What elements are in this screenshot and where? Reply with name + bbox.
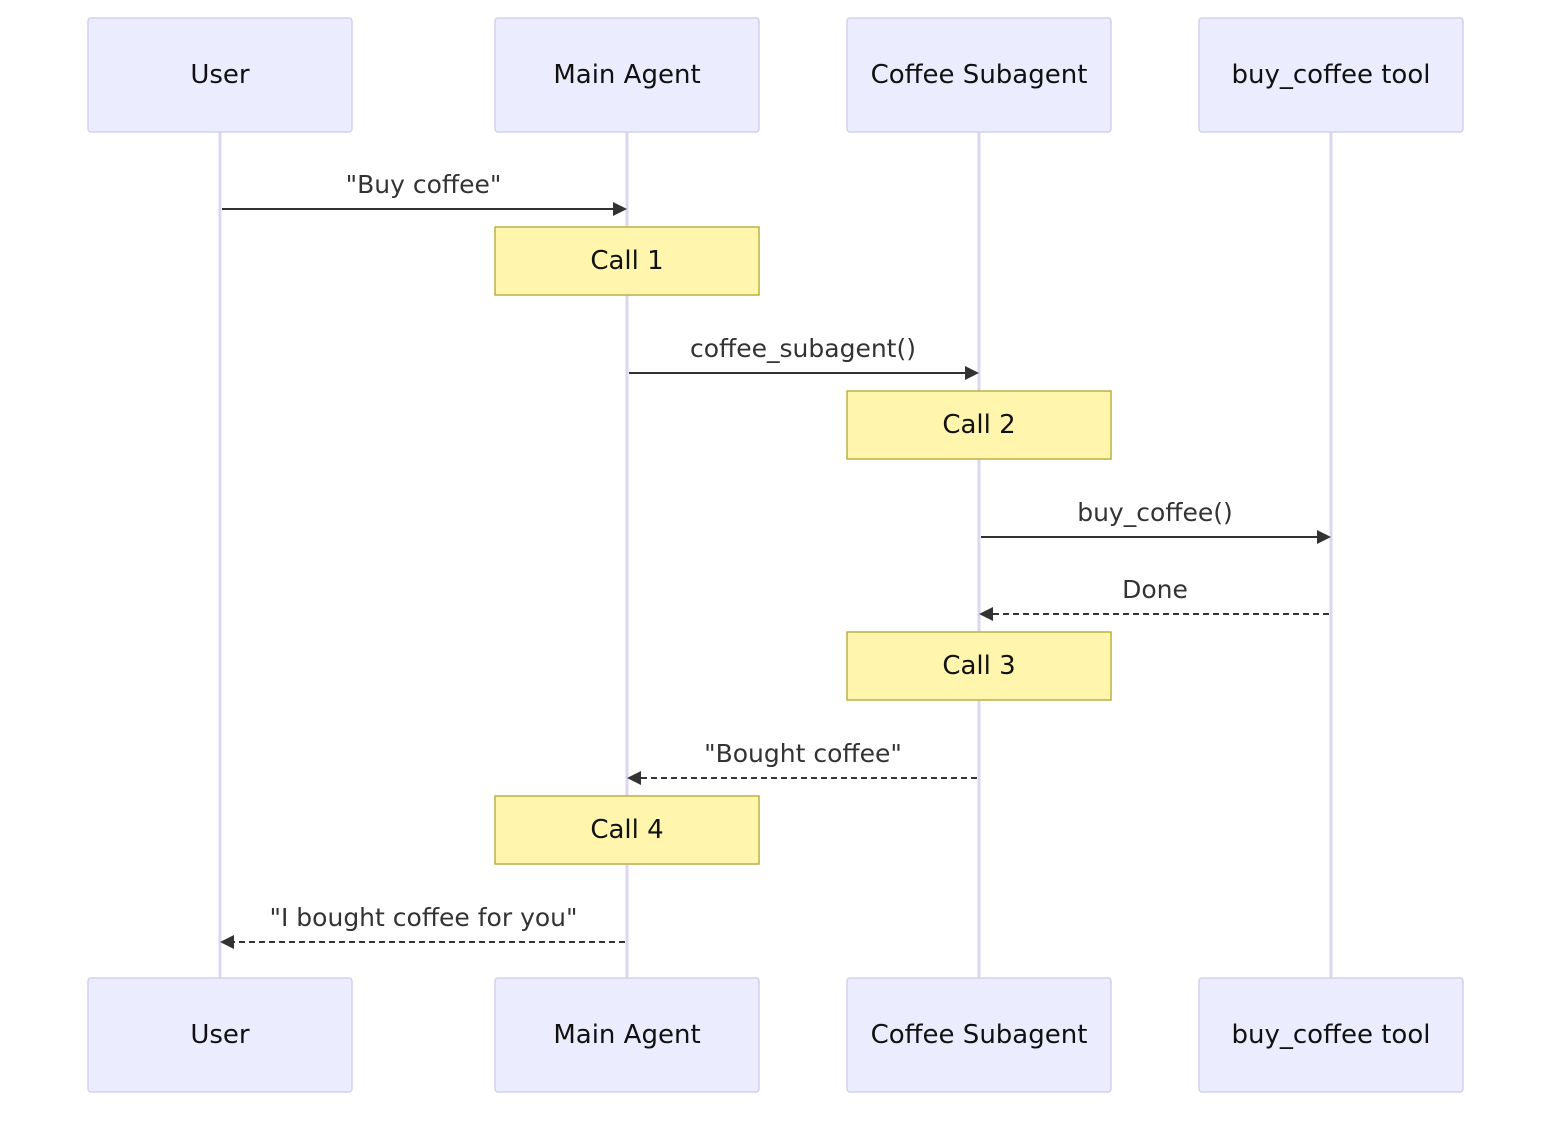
participant-main-top: Main Agent xyxy=(494,17,760,133)
note-call-2: Call 2 xyxy=(846,390,1112,460)
message-tool-to-sub: Done xyxy=(979,575,1329,621)
participant-box xyxy=(846,17,1112,133)
note-box xyxy=(494,795,760,865)
participant-box xyxy=(494,977,760,1093)
note-call-1: Call 1 xyxy=(494,226,760,296)
participant-label: Coffee Subagent xyxy=(871,60,1088,90)
message-label: Done xyxy=(1122,575,1188,604)
message-label: "Bought coffee" xyxy=(704,739,902,768)
participant-label: Main Agent xyxy=(553,1020,700,1050)
message-label: "I bought coffee for you" xyxy=(269,903,577,932)
message-sub-to-main: "Bought coffee" xyxy=(627,739,977,785)
participant-box xyxy=(846,977,1112,1093)
note-call-4: Call 4 xyxy=(494,795,760,865)
note-label: Call 1 xyxy=(590,246,663,276)
participant-tool-bottom: buy_coffee tool xyxy=(1198,977,1464,1093)
note-call-3: Call 3 xyxy=(846,631,1112,701)
participant-user-top: User xyxy=(87,17,353,133)
participant-label: buy_coffee tool xyxy=(1232,60,1431,90)
participant-label: Coffee Subagent xyxy=(871,1020,1088,1050)
participant-label: buy_coffee tool xyxy=(1232,1020,1431,1050)
participant-label: Main Agent xyxy=(553,60,700,90)
note-label: Call 2 xyxy=(942,410,1015,440)
participant-tool-top: buy_coffee tool xyxy=(1198,17,1464,133)
lifelines xyxy=(218,132,1333,978)
participant-box xyxy=(87,977,353,1093)
participant-box xyxy=(1198,17,1464,133)
participant-label: User xyxy=(190,60,250,90)
sequence-steps: "Buy coffee" Call 1 coffee_subagent() Call … xyxy=(220,170,1331,949)
message-main-to-user: "I bought coffee for you" xyxy=(220,903,625,949)
message-label: "Buy coffee" xyxy=(346,170,502,199)
note-box xyxy=(846,390,1112,460)
participant-sub-bottom: Coffee Subagent xyxy=(846,977,1112,1093)
participant-box xyxy=(1198,977,1464,1093)
participant-sub-top: Coffee Subagent xyxy=(846,17,1112,133)
participant-box xyxy=(494,17,760,133)
message-label: buy_coffee() xyxy=(1077,498,1233,527)
participant-main-bottom: Main Agent xyxy=(494,977,760,1093)
participant-user-bottom: User xyxy=(87,977,353,1093)
note-label: Call 3 xyxy=(942,651,1015,681)
message-sub-to-tool: buy_coffee() xyxy=(981,498,1331,544)
message-user-to-main: "Buy coffee" xyxy=(222,170,627,216)
participant-label: User xyxy=(190,1020,250,1050)
message-main-to-sub: coffee_subagent() xyxy=(629,334,979,380)
participant-box xyxy=(87,17,353,133)
note-box xyxy=(846,631,1112,701)
note-box xyxy=(494,226,760,296)
message-label: coffee_subagent() xyxy=(690,334,916,363)
note-label: Call 4 xyxy=(590,815,663,845)
